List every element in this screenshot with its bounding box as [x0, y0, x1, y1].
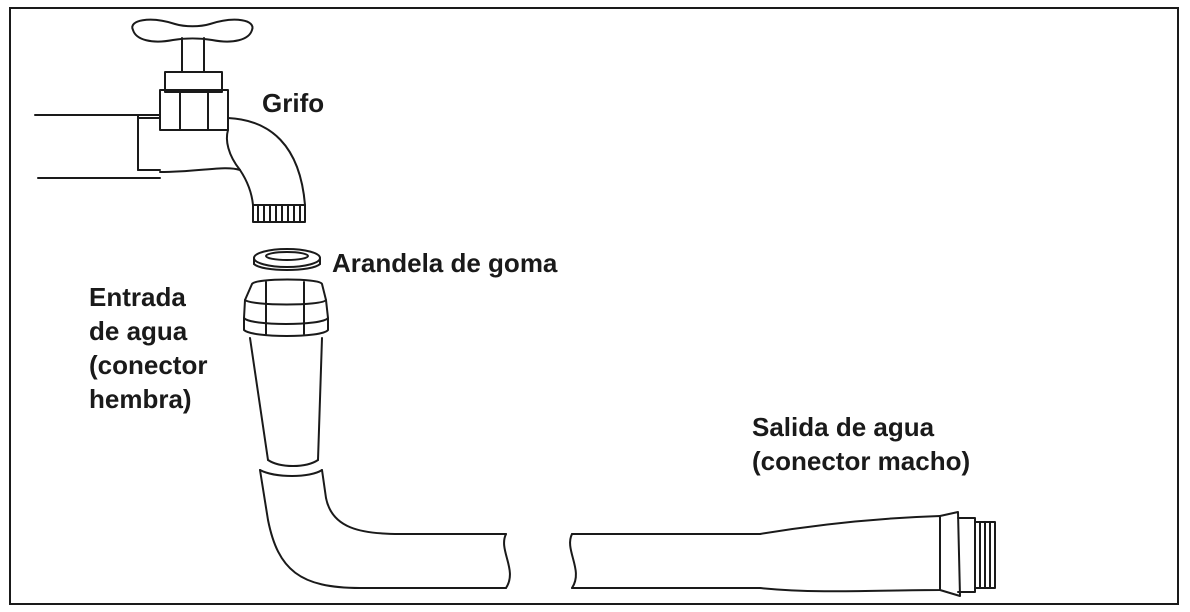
water-outlet-label-line: (conector macho): [752, 446, 971, 476]
faucet-illustration: [34, 18, 306, 223]
inlet-connector-illustration: [243, 278, 329, 477]
outlet-connector-illustration: [759, 511, 996, 597]
water-outlet-label: Salida de agua (conector macho): [752, 410, 970, 478]
water-outlet-label-line: Salida de agua: [752, 412, 935, 442]
water-inlet-label-line: hembra): [89, 384, 192, 414]
hose-illustration: [259, 469, 761, 589]
rubber-washer-illustration: [253, 248, 321, 271]
water-inlet-label-line: de agua: [89, 316, 188, 346]
diagram-frame: [9, 7, 1179, 605]
water-inlet-label-line: Entrada: [89, 282, 186, 312]
water-inlet-label-line: (conector: [89, 350, 208, 380]
faucet-label: Grifo: [262, 88, 325, 118]
rubber-washer-label: Arandela de goma: [332, 248, 558, 278]
water-inlet-label: Entrada de agua (conector hembra): [89, 280, 207, 416]
